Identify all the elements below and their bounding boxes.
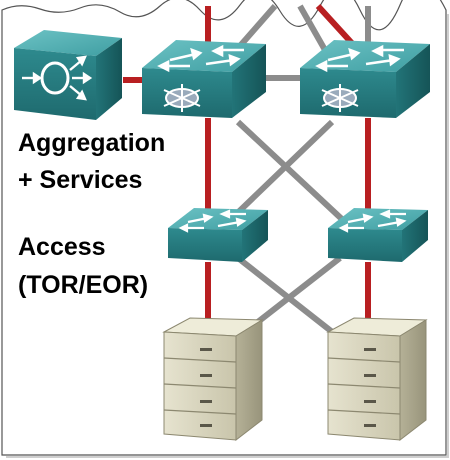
access-label-line1: Access: [18, 233, 106, 261]
link-top-right-diag: [297, 4, 328, 52]
switch-arrows-icon: [178, 209, 247, 233]
switch-arrows-icon: [338, 209, 407, 233]
server-rack-right: [326, 317, 428, 442]
link-agg-left-to-access-right: [235, 119, 348, 225]
switch-arrows-icon: [157, 44, 244, 73]
access-switch-right: [328, 208, 428, 262]
aggregation-switch-left: [142, 40, 266, 118]
aggregation-switch-right: [300, 40, 430, 118]
link-agg-right-to-access-left: [225, 119, 335, 225]
switch-arrows-icon: [315, 44, 404, 73]
aggregation-label-line2: + Services: [18, 166, 143, 194]
route-star-icon: [163, 84, 201, 112]
access-switch-left: [168, 208, 268, 262]
server-rack-left: [162, 317, 264, 442]
link-access-left-to-server-right: [236, 255, 347, 345]
aggregation-label-line1: Aggregation: [18, 129, 166, 157]
route-star-icon: [321, 84, 359, 112]
gray-links: [225, 4, 371, 345]
access-label-line2: (TOR/EOR): [18, 271, 149, 299]
service-module-icon: [14, 30, 122, 120]
